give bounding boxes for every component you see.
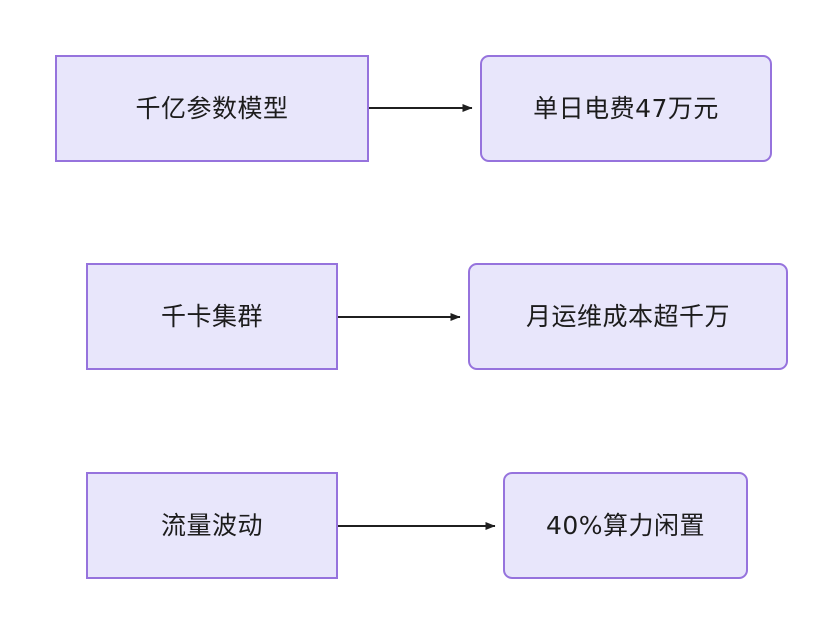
node-label: 40%算力闲置 — [545, 510, 706, 540]
node-label: 月运维成本超千万 — [525, 301, 730, 331]
node-label: 千卡集群 — [160, 301, 263, 331]
node-label: 千亿参数模型 — [135, 93, 289, 123]
node-qianka-jiqun[interactable]: 千卡集群 — [86, 263, 338, 370]
node-liuliang-bodong[interactable]: 流量波动 — [86, 472, 338, 579]
node-qianyi-canshu-moxing[interactable]: 千亿参数模型 — [55, 55, 369, 162]
node-yue-yunwei-chengben[interactable]: 月运维成本超千万 — [468, 263, 788, 370]
node-label: 单日电费47万元 — [533, 93, 719, 123]
node-danri-dianfei[interactable]: 单日电费47万元 — [480, 55, 772, 162]
node-suanli-xianzhi[interactable]: 40%算力闲置 — [503, 472, 748, 579]
node-label: 流量波动 — [160, 510, 263, 540]
